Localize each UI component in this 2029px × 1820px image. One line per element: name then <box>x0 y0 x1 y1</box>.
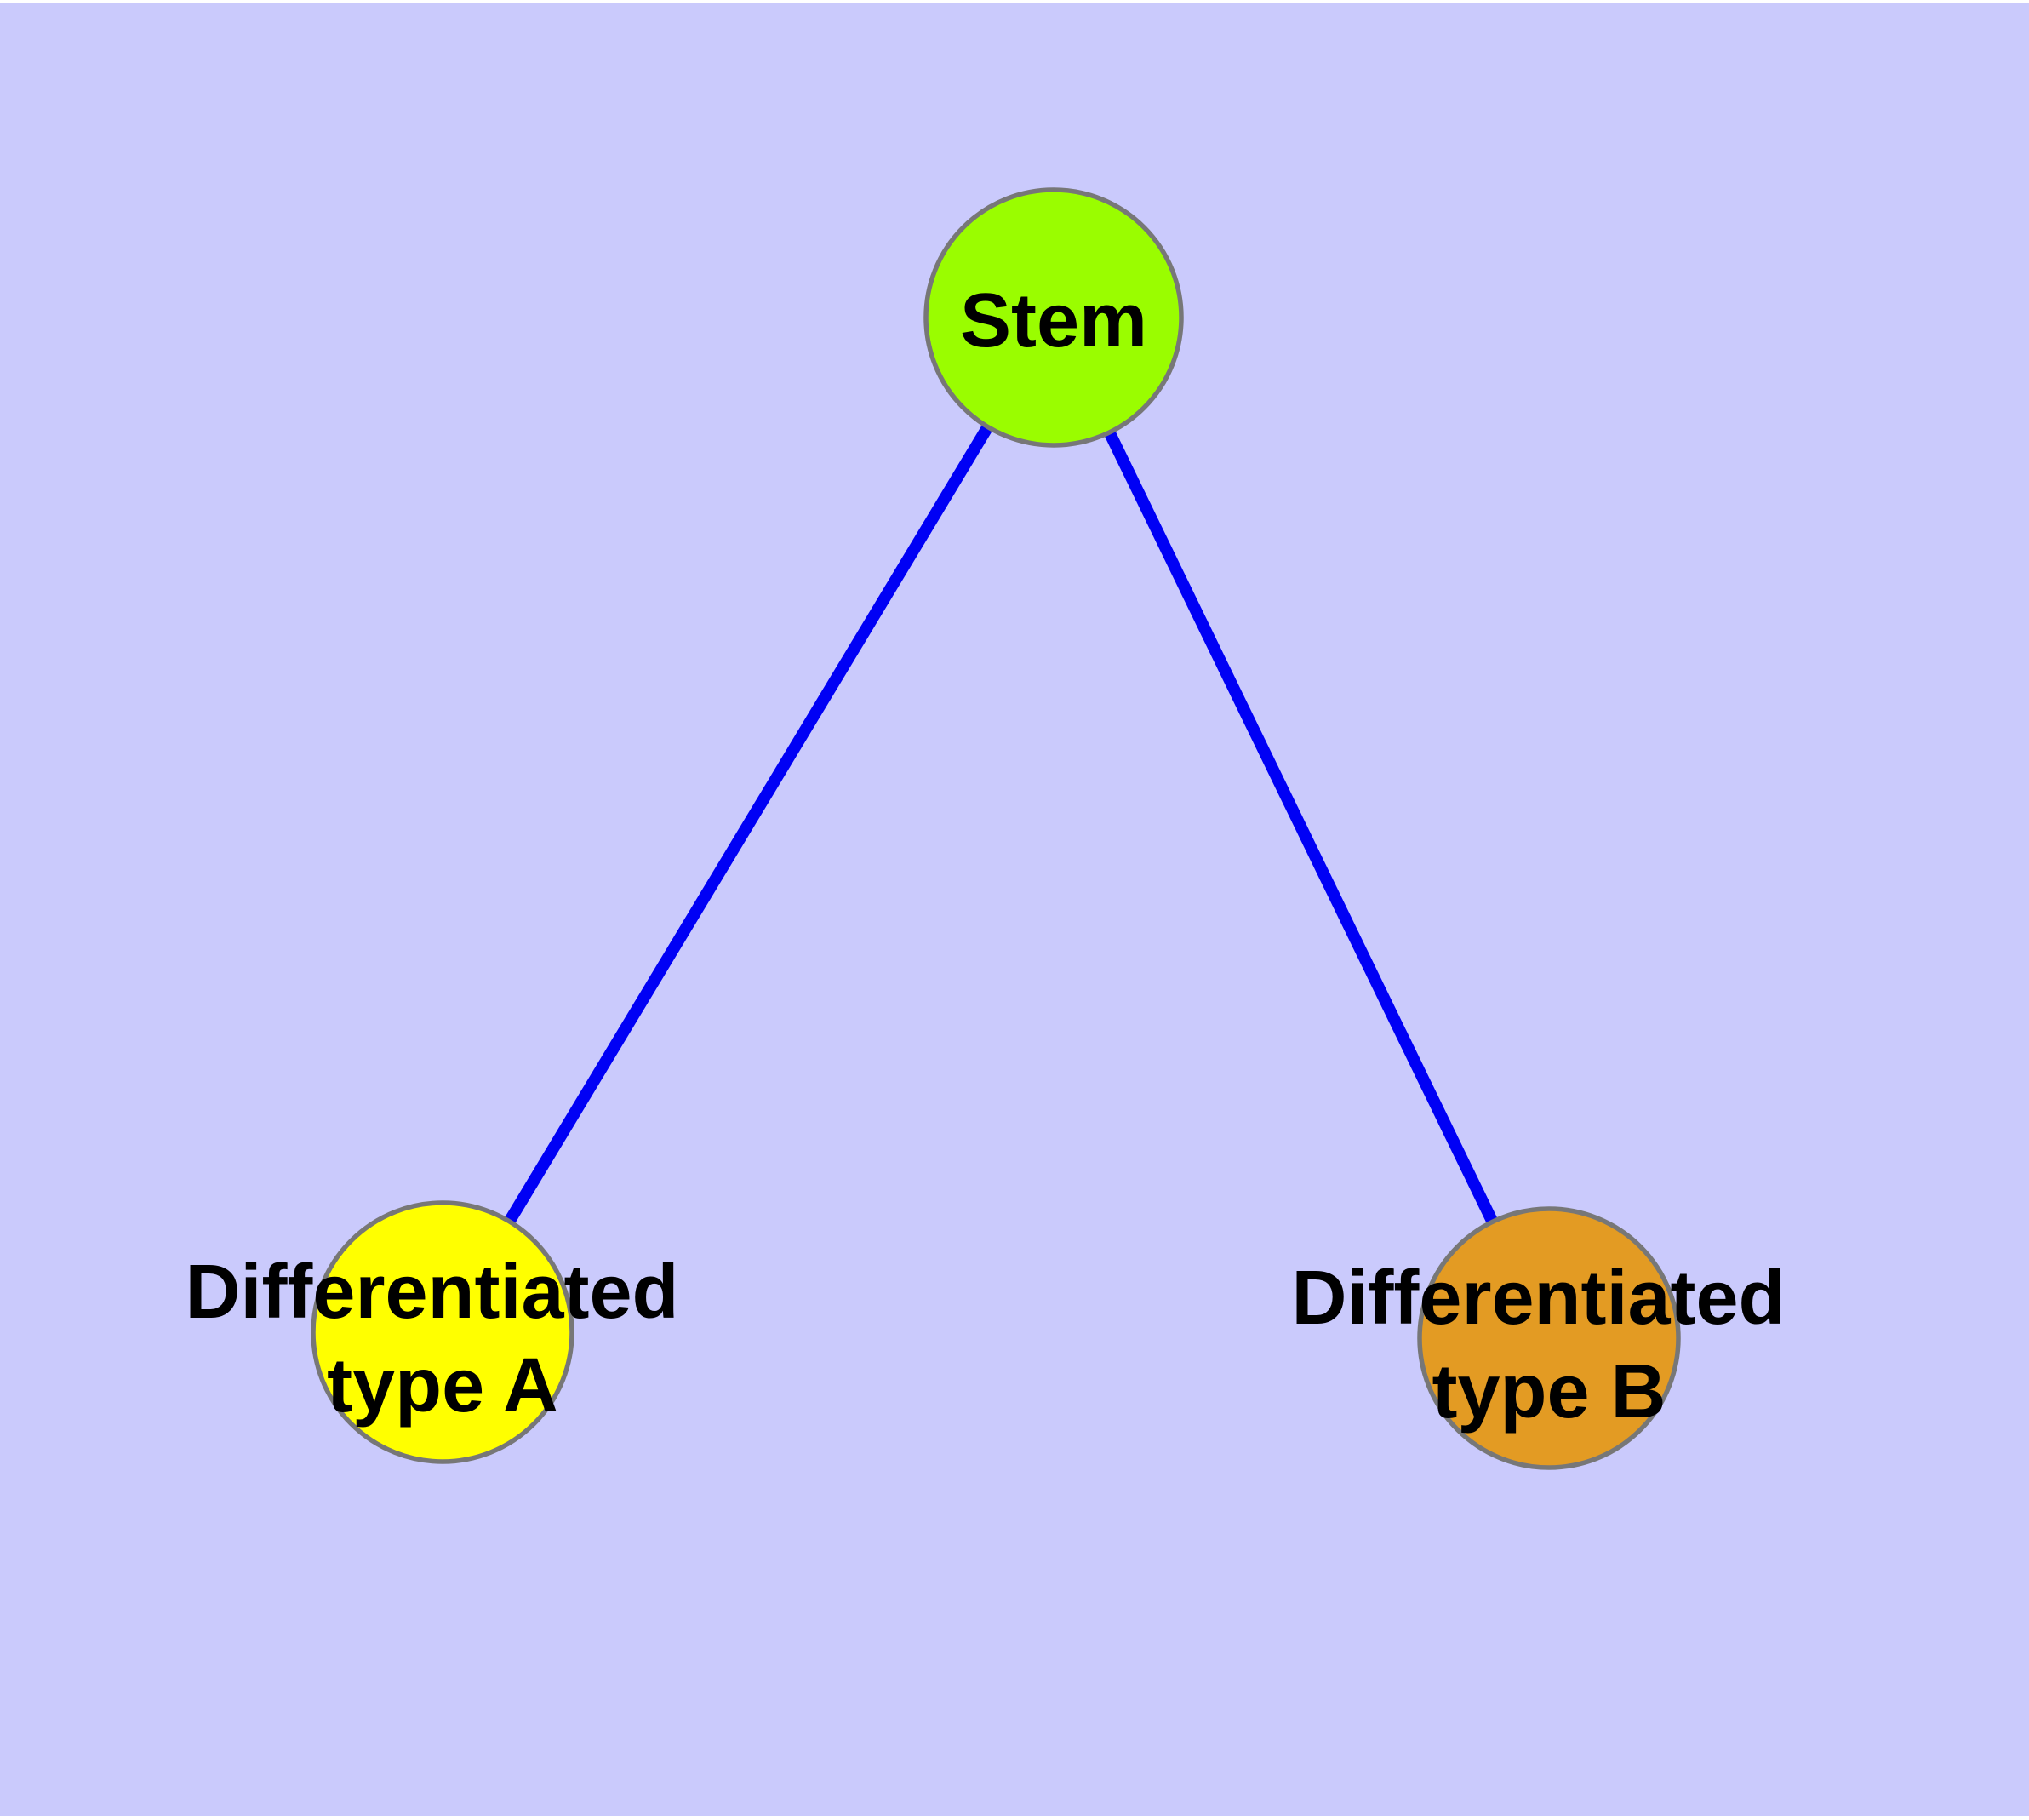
node-type-b-label-line2: type B <box>1432 1349 1666 1434</box>
node-type-a-circle <box>311 1200 574 1464</box>
node-stem-label: Stem <box>960 278 1147 363</box>
node-type-b-label-line1: Differentiated <box>1291 1256 1785 1341</box>
edge-stem-to-type-a <box>437 314 1059 1336</box>
node-stem-circle <box>923 187 1184 448</box>
node-type-a-label-line2: type A <box>327 1343 558 1428</box>
node-type-b-label: Differentiated type B <box>1291 1256 1806 1434</box>
edge-stem-to-type-b <box>1048 314 1555 1342</box>
node-type-a-label: Differentiated type A <box>185 1250 700 1428</box>
node-type-b-circle <box>1417 1206 1681 1470</box>
node-type-a-label-line1: Differentiated <box>185 1250 678 1335</box>
